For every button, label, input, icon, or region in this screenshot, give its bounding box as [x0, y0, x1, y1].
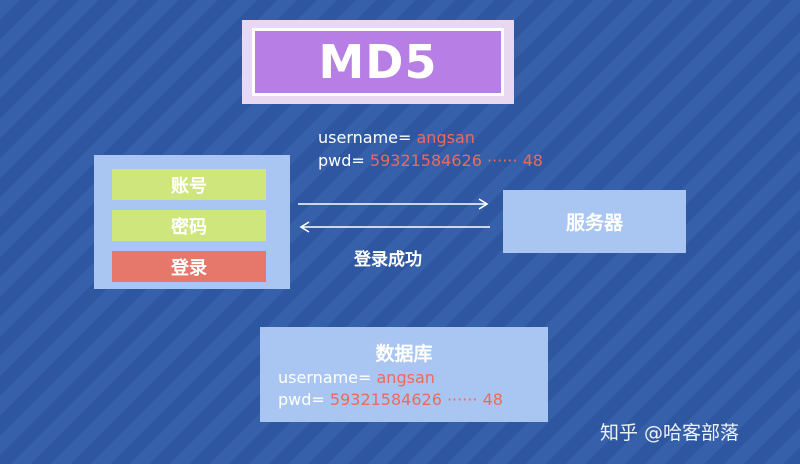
request-pwd-line: pwd= 59321584626 ······ 48: [318, 149, 543, 172]
title-text: MD5: [252, 28, 504, 96]
login-button[interactable]: 登录: [112, 251, 266, 282]
db-username-line: username= angsan: [278, 367, 503, 389]
title-banner: MD5: [242, 20, 514, 104]
db-username-label: username=: [278, 368, 372, 387]
password-field[interactable]: 密码: [112, 210, 266, 241]
arrow-right-icon: [298, 198, 489, 210]
arrow-left-icon: [299, 221, 490, 233]
watermark: 知乎 @哈客部落: [600, 422, 740, 444]
server-box: 服务器: [503, 190, 686, 253]
request-username-line: username= angsan: [318, 126, 543, 149]
request-credentials: username= angsan pwd= 59321584626 ······…: [318, 126, 543, 172]
response-label: 登录成功: [354, 250, 422, 270]
database-title: 数据库: [375, 343, 433, 365]
request-pwd-value: 59321584626 ······ 48: [369, 151, 543, 170]
account-field[interactable]: 账号: [112, 169, 266, 200]
db-pwd-value: 59321584626 ······ 48: [329, 390, 503, 409]
db-pwd-label: pwd=: [278, 390, 325, 409]
request-username-label: username=: [318, 128, 412, 147]
request-pwd-label: pwd=: [318, 151, 365, 170]
request-username-value: angsan: [416, 128, 475, 147]
db-pwd-line: pwd= 59321584626 ······ 48: [278, 389, 503, 411]
login-panel: 账号 密码 登录: [94, 155, 290, 289]
db-username-value: angsan: [376, 368, 435, 387]
database-records: username= angsan pwd= 59321584626 ······…: [278, 367, 503, 411]
database-box: 数据库 username= angsan pwd= 59321584626 ··…: [260, 327, 548, 422]
